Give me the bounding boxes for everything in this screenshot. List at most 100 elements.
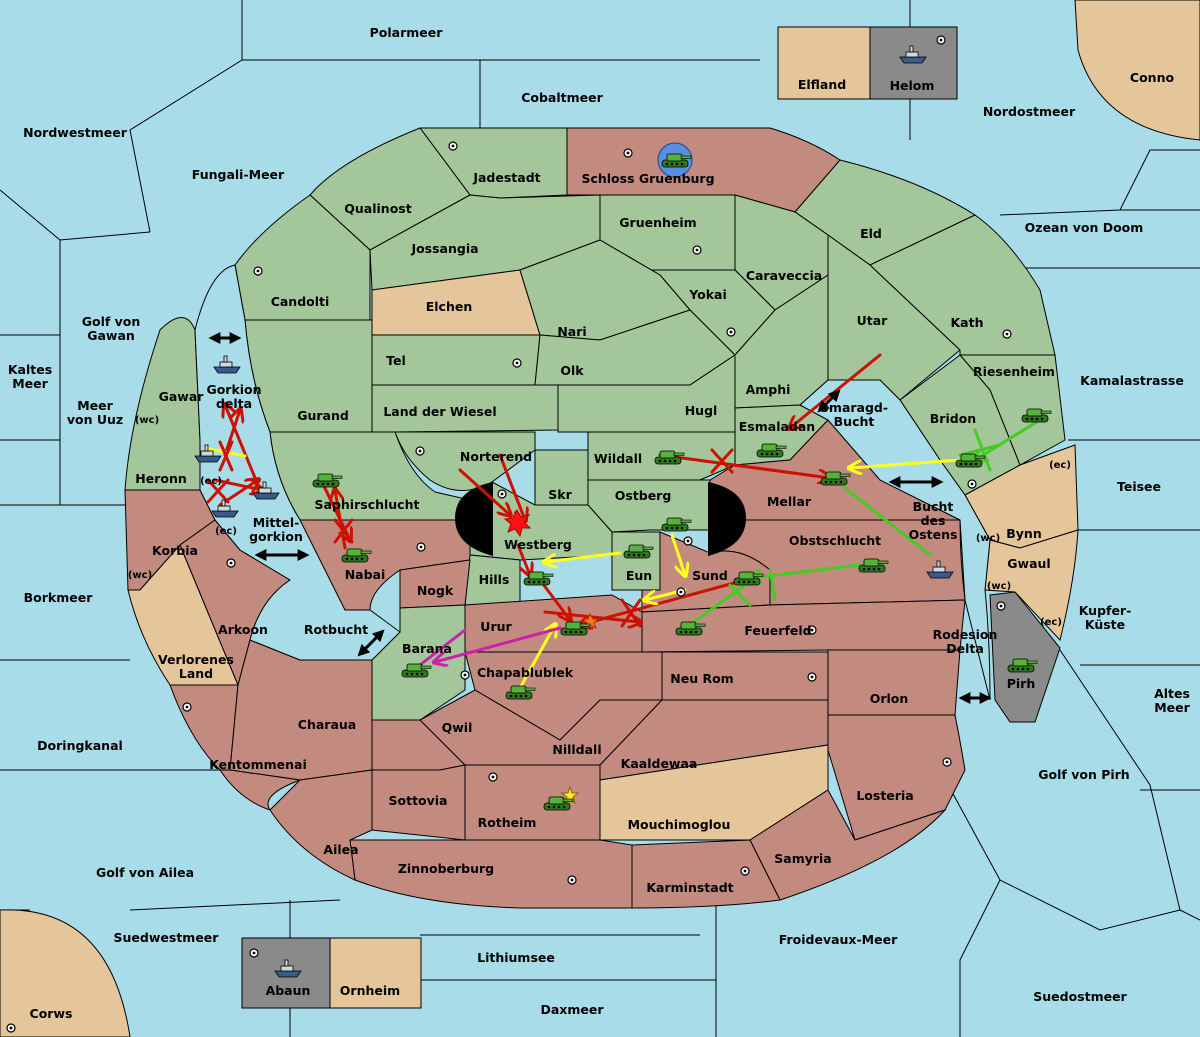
territory-label-gwaul: Gwaul — [1007, 556, 1050, 571]
territory-label-candolti: Candolti — [271, 294, 330, 309]
territory-label-borkmeer: Borkmeer — [24, 590, 94, 605]
army-unit-icon[interactable] — [1007, 658, 1038, 673]
region-samyria[interactable] — [749, 789, 947, 901]
order-arrow — [435, 626, 562, 662]
region-karminstadt[interactable] — [631, 839, 781, 909]
fleet-unit-icon[interactable] — [252, 481, 280, 500]
link-arrow — [357, 629, 385, 657]
territory-label-fungali-meer: Fungali-Meer — [192, 167, 285, 182]
supply-centre-dot — [1005, 332, 1009, 336]
territory-label-hills: Hills — [479, 572, 510, 587]
order-arrow — [335, 490, 347, 550]
territory-label-cobaltmeer: Cobaltmeer — [521, 90, 603, 105]
region-ailea[interactable] — [269, 769, 373, 881]
explosion-icon — [503, 508, 532, 538]
territory-label-samyria: Samyria — [774, 851, 832, 866]
supply-centre-dot — [418, 449, 422, 453]
fail-cross — [620, 598, 642, 628]
link-arrows — [208, 332, 992, 704]
fail-cross — [206, 478, 230, 504]
army-unit-icon[interactable] — [661, 517, 692, 532]
territory-label-kamalastrasse: Kamalastrasse — [1080, 373, 1184, 388]
order-arrow — [223, 410, 240, 457]
army-unit-icon[interactable] — [1021, 408, 1052, 423]
territory-label-froidevaux-meer: Froidevaux-Meer — [779, 932, 898, 947]
army-unit-icon[interactable] — [733, 571, 764, 586]
fleet-unit-icon[interactable] — [926, 560, 954, 579]
territory-label-ozean-von-doom: Ozean von Doom — [1025, 220, 1144, 235]
territory-label-amphi: Amphi — [746, 382, 791, 397]
army-unit-icon[interactable] — [623, 544, 654, 559]
territory-label-golf-von-pirh: Golf von Pirh — [1038, 767, 1129, 782]
territory-label-tel: Tel — [386, 353, 406, 368]
order-arrow — [518, 625, 555, 690]
fleet-unit-icon[interactable] — [274, 959, 302, 978]
army-unit-icon[interactable] — [820, 471, 851, 486]
territory-label-rotheim: Rotheim — [478, 815, 537, 830]
order-arrow — [545, 551, 622, 562]
territory-label-nilldall: Nilldall — [552, 742, 601, 757]
army-unit-icon[interactable] — [341, 548, 372, 563]
territory-label-teisee: Teisee — [1117, 479, 1161, 494]
fleet-unit-icon[interactable] — [211, 499, 239, 518]
army-unit-icon[interactable] — [523, 571, 554, 586]
supply-centre-dot — [185, 705, 189, 709]
territory-label-esmaladan: Esmaladan — [739, 419, 815, 434]
fleet-unit-icon[interactable] — [194, 444, 222, 463]
army-unit-icon[interactable] — [955, 453, 986, 468]
territory-label-land-der-wiesel: Land der Wiesel — [383, 404, 496, 419]
territory-label-nordostmeer: Nordostmeer — [983, 104, 1076, 119]
territory-label-suedostmeer: Suedostmeer — [1033, 989, 1127, 1004]
fleet-unit-icon[interactable] — [213, 355, 241, 374]
conno-land[interactable] — [1074, 0, 1200, 141]
territory-label-doringkanal: Doringkanal — [37, 738, 123, 753]
supply-centre-dot — [252, 951, 256, 955]
army-unit-icon[interactable] — [756, 443, 787, 458]
territory-label-eun: Eun — [626, 568, 652, 583]
territory-label-jossangia: Jossangia — [410, 241, 478, 256]
army-unit-icon[interactable] — [401, 663, 432, 678]
army-unit-icon[interactable] — [654, 450, 685, 465]
territory-label-obstschlucht: Obstschlucht — [789, 533, 881, 548]
ornheim-land[interactable] — [329, 937, 422, 1009]
fleet-unit-icon[interactable] — [899, 45, 927, 64]
mittelgorkion-water[interactable] — [194, 264, 401, 661]
territory-label-nari: Nari — [557, 324, 586, 339]
region-gwaul[interactable] — [984, 529, 1079, 642]
territory-label-gruenheim: Gruenheim — [619, 215, 696, 230]
army-unit-icon[interactable] — [543, 796, 574, 811]
territory-label-suedwestmeer: Suedwestmeer — [114, 930, 220, 945]
territory-label-nogk: Nogk — [417, 583, 454, 598]
territory-label-ostberg: Ostberg — [615, 488, 672, 503]
army-unit-icon[interactable] — [505, 685, 536, 700]
army-unit-icon[interactable] — [560, 621, 591, 636]
supply-centre-dot — [810, 675, 814, 679]
territory-label-kath: Kath — [951, 315, 984, 330]
coast-tag-gawar-wc: (wc) — [135, 415, 159, 426]
fail-cross — [218, 440, 234, 472]
territory-label-sottovia: Sottovia — [389, 793, 448, 808]
territory-label-korbia: Korbia — [152, 543, 198, 558]
supply-centre-dot — [999, 604, 1003, 608]
continent — [124, 127, 1079, 909]
link-arrow — [817, 389, 841, 413]
territory-label-gurand: Gurand — [297, 408, 349, 423]
army-unit-icon[interactable] — [312, 473, 343, 488]
lake-west — [455, 482, 493, 556]
army-unit-icon[interactable] — [858, 558, 889, 573]
territory-label-ailea: Ailea — [323, 842, 358, 857]
territory-label-barana: Barana — [402, 641, 452, 656]
territory-label-riesenheim: Riesenheim — [973, 364, 1055, 379]
corws-land[interactable] — [0, 909, 131, 1037]
territory-label-sund: Sund — [692, 568, 728, 583]
territory-label-helom: Helom — [890, 78, 935, 93]
army-unit-icon[interactable] — [675, 621, 706, 636]
territory-label-lithiumsee: Lithiumsee — [477, 950, 555, 965]
region-gawar-heronn[interactable] — [124, 317, 201, 491]
army-unit-icon[interactable] — [661, 153, 692, 168]
supply-centre-dot — [229, 561, 233, 565]
elfland-land[interactable] — [777, 26, 871, 100]
